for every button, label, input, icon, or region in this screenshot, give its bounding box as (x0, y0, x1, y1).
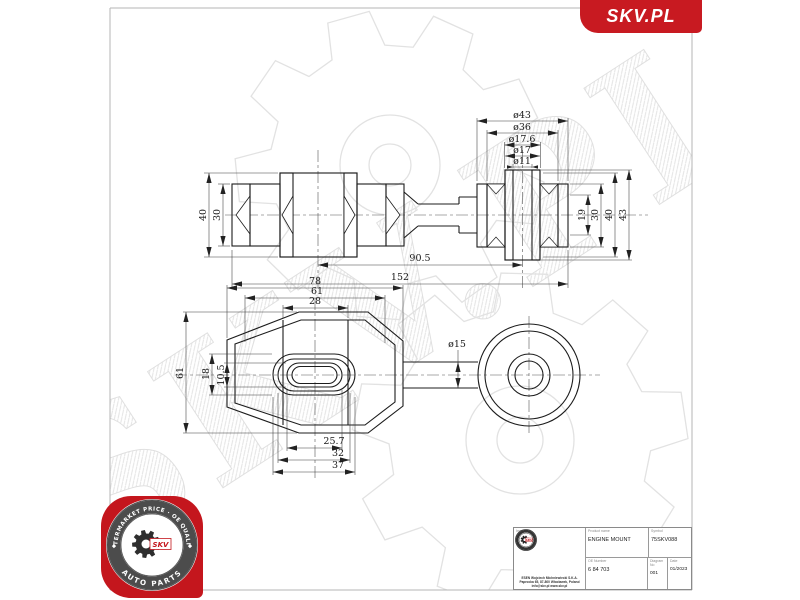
dim-label: 152 (391, 272, 409, 283)
title-block-symbol-cell: Symbol 75SKV088 (649, 528, 691, 558)
dim-label: 28 (309, 296, 321, 307)
company-logo-icon: SKV (515, 529, 537, 551)
brand-banner-text: SKV.PL (606, 6, 676, 26)
dim-label: 37 (332, 460, 344, 471)
company-logo-text: SKV (526, 538, 533, 542)
dim-label: 19 (577, 209, 588, 221)
badge-separator: ◆ (188, 544, 193, 550)
company-address: Paprocka 65, 87-800 Włocławek, Poland (519, 580, 580, 584)
dim-label: 18 (201, 368, 212, 380)
skv-badge: AFTERMARKET PRICE · OE QUALITY AUTO PART… (0, 0, 203, 598)
upper-view (225, 150, 648, 290)
company-name: ESEN Wojciech Michniewiecki S.K.A. (521, 576, 578, 580)
dim-label: ø15 (448, 339, 466, 350)
title-block: Importer SKV ESEN Wojciech Michniewiecki… (513, 527, 692, 590)
product-name-label: Product name (588, 529, 610, 533)
date-value: 01/2023 (670, 567, 688, 572)
dim-label: 25.7 (323, 436, 344, 447)
dim-label: 30 (212, 209, 223, 221)
dim-label: 30 (590, 209, 601, 221)
diagram-no-value: 001 (650, 571, 659, 576)
oe-number-label: OE Number (588, 559, 607, 563)
dim-label: 61 (175, 367, 186, 379)
dim-label: 40 (198, 209, 209, 221)
symbol-value: 75SKV088 (651, 537, 678, 543)
company-web: info@skv.pl www.skv.pl (531, 584, 568, 588)
title-block-date-cell: Date 01/2023 (668, 558, 691, 589)
dim-label: 43 (618, 209, 629, 221)
title-block-importer-cell: Importer SKV ESEN Wojciech Michniewiecki… (514, 528, 586, 589)
lower-view (175, 298, 600, 480)
badge-center-label: SKV (153, 541, 169, 549)
date-label: Date (670, 559, 678, 563)
company-info: ESEN Wojciech Michniewiecki S.K.A. Papro… (514, 576, 585, 588)
page-frame (109, 7, 693, 591)
upper-view-dimensions: 40 30 ø43 ø36 ø17.6 ø17 ø11 19 (198, 110, 632, 288)
dim-label: ø43 (513, 110, 531, 121)
title-block-oe-cell: OE Number 6 84 703 (586, 558, 648, 589)
symbol-label: Symbol (651, 529, 663, 533)
dim-label: 61 (311, 286, 323, 297)
oe-number-value: 6 84 703 (588, 567, 610, 573)
dim-label: ø36 (513, 122, 531, 133)
title-block-diagram-cell: Diagram No 001 (648, 558, 668, 589)
dim-label: 40 (604, 209, 615, 221)
product-name-value: ENGINE MOUNT (588, 537, 631, 543)
dim-label: 10.5 (216, 364, 227, 385)
dim-label: 78 (309, 276, 321, 287)
lower-view-dimensions: 78 61 28 61 18 10.5 25.7 32 37 (175, 276, 466, 475)
brand-banner: SKV.PL (580, 0, 702, 33)
title-block-product-cell: Product name ENGINE MOUNT (586, 528, 649, 558)
dim-label: ø17.6 (509, 134, 536, 145)
watermark-gear (234, 10, 545, 321)
badge-separator: ◆ (112, 544, 117, 550)
dim-label: 90.5 (409, 253, 430, 264)
dim-label: ø17 (513, 145, 531, 156)
dim-label: 32 (332, 448, 344, 459)
dim-label: ø11 (513, 156, 531, 167)
diagram-no-label: Diagram No (650, 559, 664, 567)
